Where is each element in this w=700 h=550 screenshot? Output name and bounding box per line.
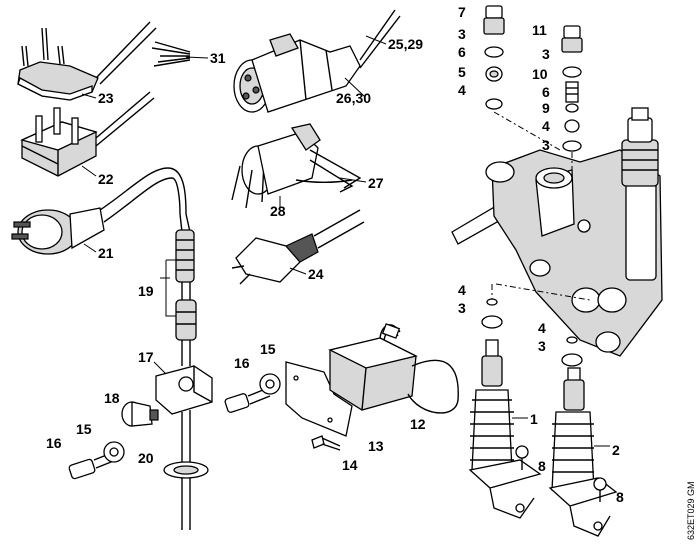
callout-25-29: 25,29: [388, 36, 423, 52]
callout-3d: 3: [458, 300, 466, 316]
callout-15-upper: 15: [260, 341, 276, 357]
piston-1: [468, 339, 542, 519]
callout-22: 22: [98, 171, 114, 187]
knob-18: [121, 401, 159, 427]
callout-6a: 6: [458, 44, 466, 60]
callout-19: 19: [138, 283, 154, 299]
callout-10: 10: [532, 66, 548, 82]
callout-18: 18: [104, 390, 120, 406]
cable-31: [151, 41, 209, 67]
callout-4b: 4: [542, 118, 550, 134]
callout-28: 28: [270, 203, 286, 219]
washer-15-upper: [259, 373, 281, 395]
callout-3a: 3: [458, 26, 466, 42]
screw-16-lower: [68, 451, 117, 480]
callout-23: 23: [98, 90, 114, 106]
callout-27: 27: [368, 175, 384, 191]
module-12: [328, 323, 459, 414]
pump-head: [451, 107, 663, 357]
callout-21: 21: [98, 245, 114, 261]
callout-12: 12: [410, 416, 426, 432]
callout-20: 20: [138, 450, 154, 466]
valve-stack-right: [561, 25, 583, 172]
callout-8b: 8: [616, 489, 624, 505]
washer-15-lower: [103, 441, 125, 463]
callout-5: 5: [458, 64, 466, 80]
valve-stack-left: [483, 5, 561, 151]
cable-grommet-19: [160, 213, 197, 366]
callout-7: 7: [458, 4, 466, 20]
callout-4c: 4: [458, 282, 466, 298]
callout-31: 31: [210, 50, 226, 66]
plug-24: [231, 209, 365, 285]
screw-14: [311, 435, 341, 451]
callouts: 23 22 21 31 25,29 26,30 27 28 24 19 17 1…: [46, 4, 624, 505]
plug-21: [11, 167, 187, 255]
screws-8: [515, 445, 607, 502]
callout-14: 14: [342, 457, 358, 473]
callout-15-lower: 15: [76, 421, 92, 437]
callout-3c: 3: [542, 137, 550, 153]
callout-4a: 4: [458, 82, 466, 98]
plug-23: [17, 21, 157, 101]
callout-26-30: 26,30: [336, 90, 371, 106]
callout-16-lower: 16: [46, 435, 62, 451]
seals-lower: [481, 283, 591, 367]
callout-2: 2: [612, 442, 620, 458]
callout-24: 24: [308, 266, 324, 282]
piston-2: [548, 367, 618, 537]
drawing-reference: 632ET029 GM: [686, 481, 696, 540]
coupling-26-30: [233, 9, 401, 113]
callout-3e: 3: [538, 338, 546, 354]
callout-13: 13: [368, 438, 384, 454]
callout-1: 1: [530, 411, 538, 427]
plug-22: [20, 91, 155, 177]
callout-4d: 4: [538, 320, 546, 336]
plate-13: [285, 361, 353, 437]
coupling-28: [231, 123, 367, 209]
bracket-17: [153, 361, 213, 530]
callout-9: 9: [542, 100, 550, 116]
callout-8a: 8: [538, 458, 546, 474]
callout-3b: 3: [542, 46, 550, 62]
callout-17: 17: [138, 349, 154, 365]
callout-6b: 6: [542, 84, 550, 100]
callout-16-upper: 16: [234, 355, 250, 371]
callout-11: 11: [532, 22, 547, 38]
